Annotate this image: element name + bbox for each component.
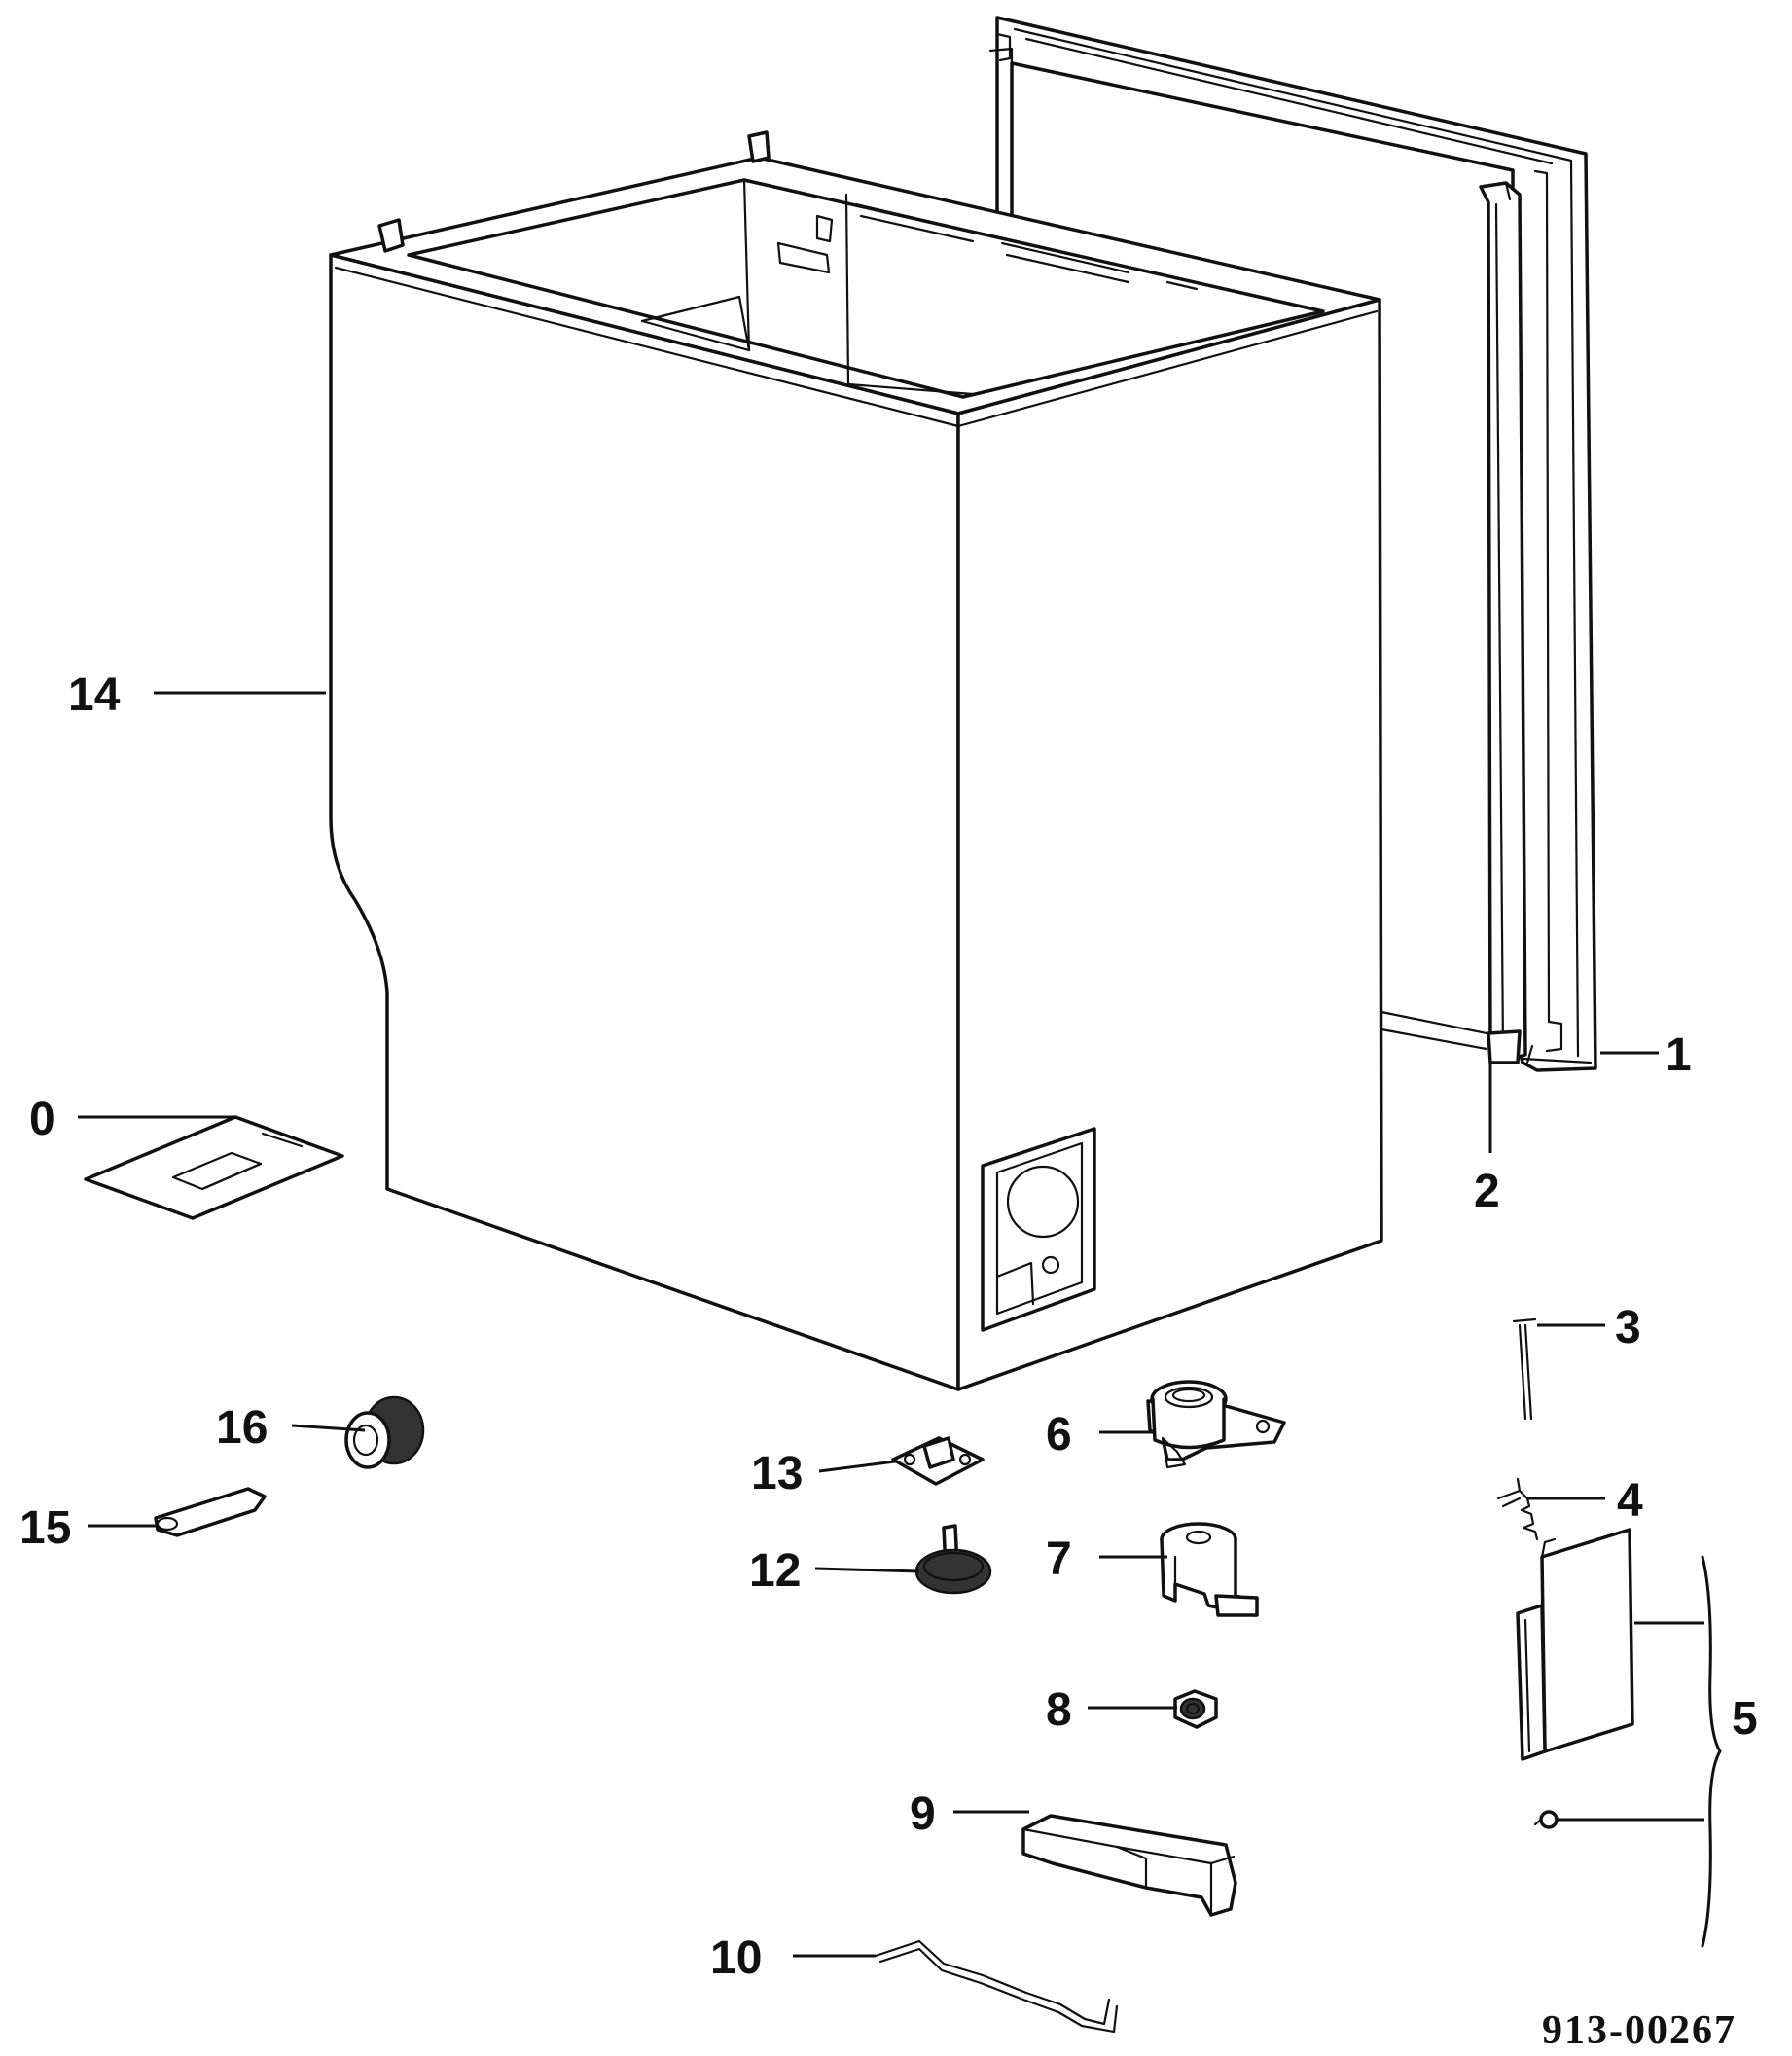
wire-rod-part-10 [874, 1939, 1119, 2034]
leader-lines [78, 691, 1704, 1958]
manual-part-0 [84, 1115, 344, 1220]
label-0: 0 [29, 1094, 55, 1145]
hinge-bracket-part-6 [1146, 1380, 1286, 1469]
cabinet-part-14 [329, 130, 1383, 1391]
label-15: 15 [19, 1502, 71, 1554]
flange-plate-part-13 [891, 1436, 985, 1486]
bushing-part-16 [344, 1395, 425, 1469]
label-9: 9 [910, 1788, 936, 1840]
label-12: 12 [749, 1545, 801, 1597]
bottom-rail-line [1380, 1010, 1488, 1035]
pin-part-3 [1512, 1317, 1537, 1421]
door-seal-part-2 [1479, 181, 1527, 1064]
label-14: 14 [68, 669, 121, 721]
bracket-part-15 [154, 1487, 267, 1537]
brace-part-5 [1701, 1555, 1722, 1948]
label-16: 16 [216, 1402, 268, 1454]
bottom-rail-line-2 [1380, 1028, 1488, 1051]
label-8: 8 [1046, 1684, 1072, 1736]
label-10: 10 [710, 1932, 762, 1984]
label-4: 4 [1617, 1475, 1643, 1527]
label-1: 1 [1666, 1029, 1692, 1081]
label-13: 13 [751, 1448, 803, 1499]
label-3: 3 [1615, 1302, 1641, 1353]
hinge-arm-part-9 [1021, 1814, 1237, 1917]
label-5: 5 [1732, 1693, 1758, 1745]
hinge-block-part-7 [1160, 1522, 1259, 1617]
cover-plate-part-5 [1516, 1528, 1634, 1829]
label-2: 2 [1474, 1166, 1500, 1217]
label-6: 6 [1046, 1409, 1072, 1461]
label-7: 7 [1046, 1533, 1072, 1585]
document-number: 913-00267 [1542, 2008, 1737, 2053]
leveling-foot-part-12 [914, 1524, 992, 1595]
nut-part-8 [1173, 1689, 1218, 1729]
spring-part-4 [1496, 1477, 1539, 1541]
